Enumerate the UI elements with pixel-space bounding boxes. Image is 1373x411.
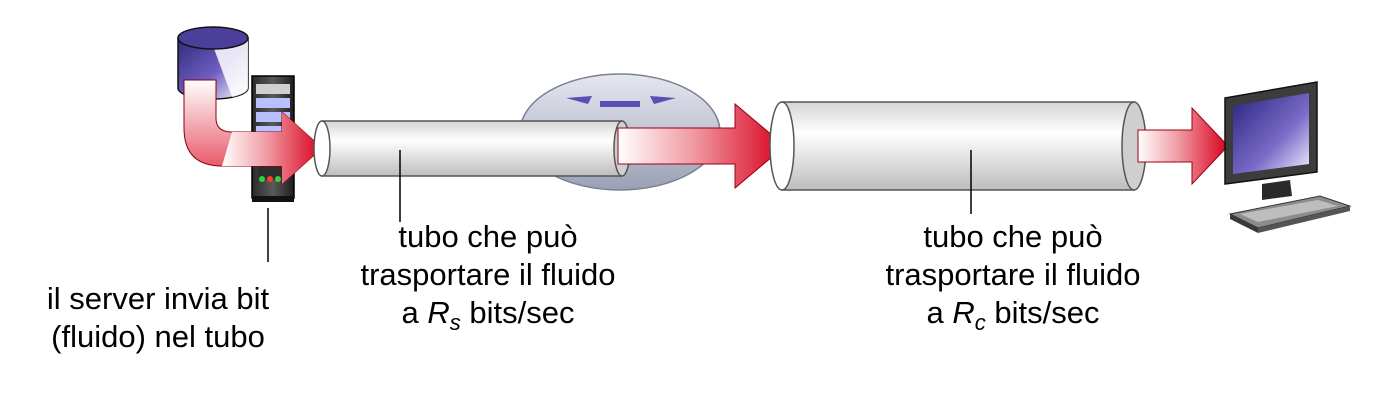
rate-subscript: s: [449, 310, 461, 335]
pipe-rs-caption-line2: trasportare il fluido: [360, 257, 616, 292]
rate-subscript: c: [974, 310, 986, 335]
rate-symbol: R: [952, 295, 975, 330]
flow-arrow-right: [1137, 106, 1229, 186]
pipe-rs-caption-line1: tubo che può: [398, 219, 578, 254]
pipe-rc-caption-line2: trasportare il fluido: [885, 257, 1141, 292]
pipe-rc: [769, 101, 1147, 191]
pipe-rc-caption: tubo che può trasportare il fluido a Rc …: [843, 218, 1183, 335]
pipe-rs: [313, 120, 631, 177]
flow-arrow-middle: [617, 102, 786, 190]
rate-symbol: R: [427, 295, 450, 330]
server-caption: il server invia bit (fluido) nel tubo: [14, 280, 302, 356]
pipe-rs-caption: tubo che può trasportare il fluido a Rs …: [318, 218, 658, 335]
pipe-rc-caption-line1: tubo che può: [923, 219, 1103, 254]
desktop-computer-icon: [1224, 81, 1352, 233]
pipe-rs-caption-line3: a Rs bits/sec: [401, 295, 575, 335]
pipe-rc-caption-line3: a Rc bits/sec: [926, 295, 1100, 335]
server-caption-line2: (fluido) nel tubo: [51, 319, 265, 354]
server-caption-line1: il server invia bit: [46, 281, 270, 316]
